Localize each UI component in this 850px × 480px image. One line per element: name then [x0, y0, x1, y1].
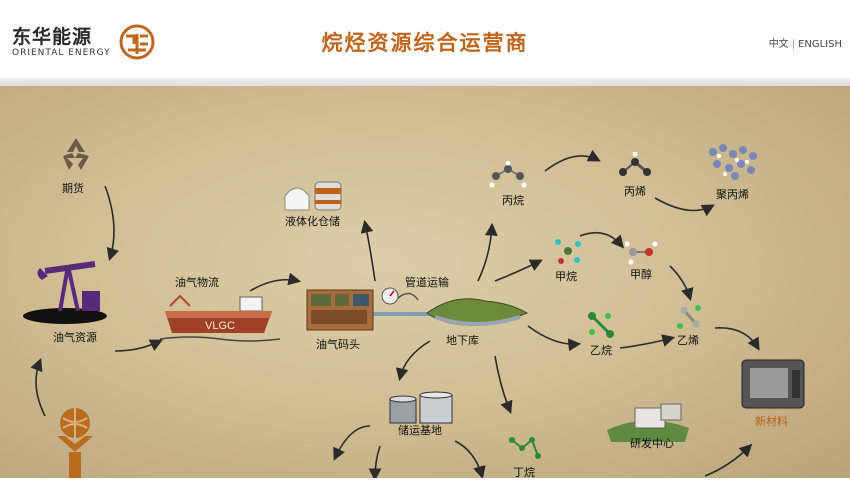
- logo-icon[interactable]: [117, 24, 157, 60]
- arrow-resources-to-logistics: [114, 339, 163, 352]
- arrow-ethylene-to-materials: [714, 327, 760, 351]
- logo-text[interactable]: 东华能源: [12, 26, 93, 48]
- arrow-globe-to-resources: [30, 358, 46, 417]
- label-oil-gas-resources: 油气资源: [53, 331, 97, 344]
- label-liquefied-storage: 液体化仓储: [285, 215, 340, 228]
- industry-chain-map: 期货 油气资源 油气物流 VLGC 油气码头 液体化仓储: [0, 86, 850, 479]
- methane-molecule-icon[interactable]: [553, 236, 583, 266]
- lang-chinese-link[interactable]: 中文: [768, 39, 789, 50]
- page-title: 烷烃资源综合运营商: [321, 31, 529, 55]
- header-divider: [0, 78, 850, 86]
- label-underground-storage: 地下库: [446, 334, 479, 347]
- pumpjack-icon[interactable]: [20, 256, 115, 326]
- arrow-futures-to-resources: [104, 185, 119, 262]
- label-propylene: 丙烯: [624, 185, 646, 198]
- header: 东华能源 ORIENTAL ENERGY 烷烃资源综合运营商 中文|ENGLIS…: [0, 0, 850, 78]
- label-storage-base: 储运基地: [398, 424, 442, 437]
- ethylene-molecule-icon[interactable]: [676, 302, 704, 332]
- label-oil-gas-logistics: 油气物流: [175, 276, 219, 289]
- label-propane: 丙烷: [502, 194, 524, 207]
- ship-hull-text: VLGC: [205, 320, 235, 332]
- arrow-pipeline-to-propane: [477, 222, 498, 282]
- lang-divider: |: [791, 39, 796, 50]
- lang-english-link[interactable]: ENGLISH: [798, 39, 842, 50]
- label-ethylene: 乙烯: [677, 334, 699, 347]
- methanol-molecule-icon[interactable]: [625, 236, 659, 266]
- label-futures: 期货: [62, 182, 84, 195]
- new-materials-machine-icon[interactable]: [738, 356, 808, 412]
- ethane-molecule-icon[interactable]: [586, 310, 616, 340]
- arrow-base-to-left: [333, 425, 371, 461]
- underground-storage-icon[interactable]: [425, 291, 530, 333]
- arrow-underground-to-base: [395, 340, 431, 382]
- label-rd-center: 研发中心: [630, 437, 674, 450]
- label-methane: 甲烷: [555, 270, 577, 283]
- arrow-base-down-right: [454, 440, 486, 478]
- label-methanol: 甲醇: [630, 268, 652, 281]
- recycle-icon[interactable]: [55, 134, 97, 176]
- label-ethane: 乙烷: [590, 344, 612, 357]
- arrow-pipeline-to-ethane: [527, 325, 582, 352]
- arrow-underground-to-butane: [494, 355, 513, 414]
- flow-arrows: [30, 149, 760, 478]
- terminal-icon[interactable]: [305, 284, 375, 332]
- language-switcher: 中文|ENGLISH: [769, 35, 842, 50]
- vlgc-ship-icon[interactable]: VLGC: [160, 291, 280, 346]
- arrow-base-down: [368, 445, 382, 478]
- label-new-materials: 新材料: [755, 415, 788, 428]
- label-polypropylene: 聚丙烯: [716, 188, 749, 201]
- storage-base-icon[interactable]: [388, 389, 454, 425]
- arrow-propylene-to-polypropylene: [654, 197, 715, 217]
- arrow-pipeline-to-methane: [494, 259, 543, 282]
- rd-center-icon[interactable]: [605, 402, 691, 444]
- label-pipeline: 管道运输: [405, 276, 449, 289]
- arrow-methanol-to-ethylene: [669, 265, 694, 302]
- propylene-molecule-icon[interactable]: [617, 152, 653, 182]
- arrow-ethane-to-ethylene: [619, 334, 676, 349]
- arrow-rd-to-materials: [704, 443, 753, 477]
- propane-molecule-icon[interactable]: [488, 161, 528, 191]
- logo-subtext: ORIENTAL ENERGY: [12, 48, 111, 58]
- globe-person-icon: [57, 408, 93, 478]
- arrow-terminal-to-storage: [360, 219, 376, 282]
- arrow-methane-to-methanol: [579, 231, 625, 249]
- storage-tanks-icon[interactable]: [283, 178, 345, 212]
- polypropylene-molecule-icon[interactable]: [705, 142, 761, 186]
- butane-molecule-icon[interactable]: [508, 432, 542, 464]
- label-butane: 丁烷: [513, 466, 535, 479]
- pressure-gauge-icon: [381, 287, 419, 305]
- arrow-propane-to-propylene: [544, 149, 601, 172]
- arrow-logistics-to-terminal: [249, 272, 302, 292]
- label-oil-gas-terminal: 油气码头: [316, 338, 360, 351]
